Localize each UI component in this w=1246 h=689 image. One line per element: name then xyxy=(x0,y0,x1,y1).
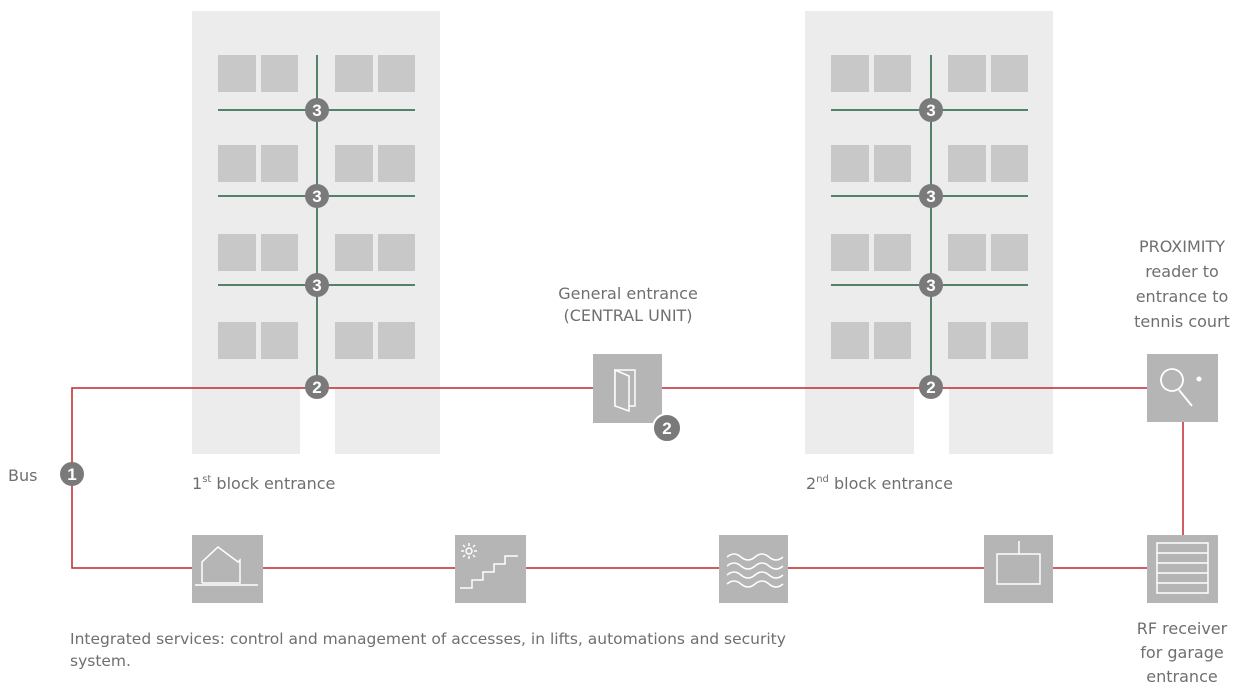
block-1-ordinal: 1 xyxy=(192,474,203,493)
svg-text:2: 2 xyxy=(312,378,321,397)
block-2-entrance-label: 2nd block entrance xyxy=(806,473,953,495)
badge-3-b2-f2: 3 xyxy=(919,184,943,208)
house-icon xyxy=(201,546,241,584)
badge-3-b2-f3: 3 xyxy=(919,273,943,297)
badge-3-b2-f1: 3 xyxy=(919,98,943,122)
tennis-reader-device xyxy=(1147,354,1218,422)
control-panel-icon xyxy=(996,541,1041,585)
badge-2-b1-entrance: 2 xyxy=(305,375,329,399)
badge-3-b1-f1: 3 xyxy=(305,98,329,122)
general-entrance-line-2: (CENTRAL UNIT) xyxy=(563,306,693,325)
services-line-1: Integrated services: control and managem… xyxy=(70,630,786,648)
block-2-ordinal: 2 xyxy=(806,474,817,493)
svg-text:3: 3 xyxy=(926,276,935,295)
svg-text:2: 2 xyxy=(662,419,671,438)
building-2 xyxy=(805,11,1053,454)
proximity-reader-label: PROXIMITY reader to entrance to tennis c… xyxy=(1120,234,1244,334)
integrated-services-caption: Integrated services: control and managem… xyxy=(70,628,786,672)
block-2-text: block entrance xyxy=(833,474,953,493)
central-unit-device: 2 xyxy=(593,354,682,443)
stairs-device xyxy=(455,535,526,603)
svg-text:2: 2 xyxy=(926,378,935,397)
block-1-entrance-label: 1st block entrance xyxy=(192,473,335,495)
svg-text:3: 3 xyxy=(312,276,321,295)
rf-line-3: entrance xyxy=(1146,667,1218,686)
badge-2-b2-entrance: 2 xyxy=(919,375,943,399)
badge-3-b1-f3: 3 xyxy=(305,273,329,297)
block-1-text: block entrance xyxy=(216,474,336,493)
home-device xyxy=(192,535,263,603)
svg-text:1: 1 xyxy=(67,465,76,484)
rf-receiver-label: RF receiver for garage entrance xyxy=(1120,617,1244,689)
block-1-suffix: st xyxy=(202,474,212,485)
bus-badge: 1 xyxy=(60,462,84,486)
svg-text:3: 3 xyxy=(926,101,935,120)
proximity-line-1: PROXIMITY xyxy=(1138,237,1226,256)
proximity-line-2: reader to xyxy=(1145,262,1219,281)
rf-line-1: RF receiver xyxy=(1136,619,1228,638)
svg-text:3: 3 xyxy=(926,187,935,206)
water-device xyxy=(719,535,788,603)
proximity-line-4: tennis court xyxy=(1134,312,1230,331)
tennis-racket-icon xyxy=(1160,368,1202,407)
proximity-line-3: entrance to xyxy=(1135,287,1229,306)
svg-text:3: 3 xyxy=(312,101,321,120)
block-2-suffix: nd xyxy=(816,474,829,485)
panel-device xyxy=(984,535,1053,603)
rf-line-2: for garage xyxy=(1140,643,1224,662)
stair-light-icon xyxy=(460,543,518,589)
door-icon xyxy=(614,368,636,413)
garage-receiver-device xyxy=(1147,535,1218,603)
badge-3-b1-f2: 3 xyxy=(305,184,329,208)
general-entrance-line-1: General entrance xyxy=(558,284,698,303)
services-line-2: system. xyxy=(70,652,131,670)
bus-label: Bus xyxy=(8,466,38,485)
floor-badges: 3 3 3 2 3 3 3 2 xyxy=(305,98,943,399)
garage-door-icon xyxy=(1156,542,1209,594)
svg-text:3: 3 xyxy=(312,187,321,206)
water-waves-icon xyxy=(726,553,784,588)
general-entrance-label: General entrance (CENTRAL UNIT) xyxy=(530,283,726,327)
